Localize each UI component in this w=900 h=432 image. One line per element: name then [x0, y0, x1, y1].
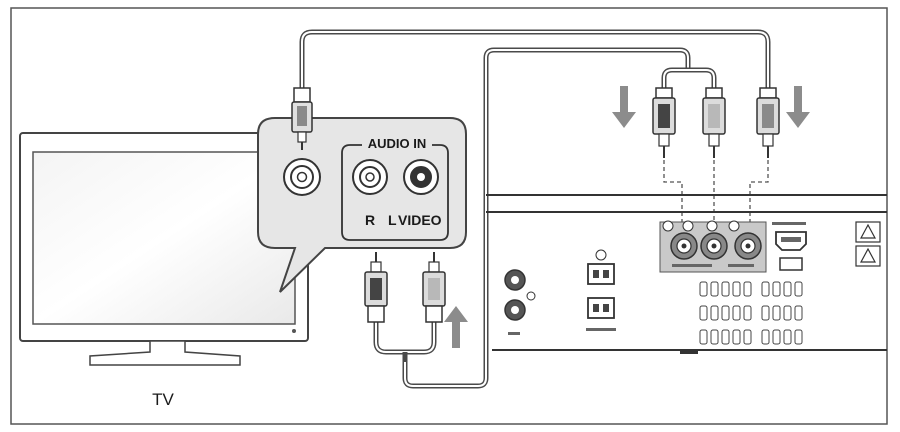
vent-slot — [710, 281, 719, 297]
rca-output-port — [670, 232, 698, 260]
tv-label: TV — [152, 390, 174, 409]
vent-slot — [794, 305, 803, 321]
usb-port — [779, 257, 803, 271]
arrow-down-icon — [612, 86, 636, 128]
jack-label-video: VIDEO — [398, 212, 442, 228]
hdmi-port-icon — [775, 231, 807, 251]
device-rear-panel — [486, 194, 887, 354]
arrow-down-icon — [786, 86, 810, 128]
rca-output-port — [700, 232, 728, 260]
warning-icon — [855, 245, 881, 267]
jack-label-r: R — [365, 212, 375, 228]
port-caption-bar — [728, 264, 754, 267]
warning-icon — [855, 221, 881, 243]
speaker-terminal — [587, 263, 615, 285]
vent-slot — [772, 305, 781, 321]
port-caption-bar — [672, 264, 712, 267]
tv-set — [19, 132, 309, 366]
rca-input-port — [504, 299, 526, 321]
vent-slot — [721, 305, 730, 321]
vent-slot — [772, 281, 781, 297]
vent-slot — [783, 329, 792, 345]
arrow-up-icon — [444, 306, 468, 348]
vent-slot — [710, 329, 719, 345]
vent-slot — [721, 329, 730, 345]
vent-slot — [743, 329, 752, 345]
vent-slot — [761, 329, 770, 345]
vent-slot — [710, 305, 719, 321]
rca-plug-icon — [422, 252, 446, 323]
speaker-terminal — [587, 297, 615, 319]
vent-slot — [732, 281, 741, 297]
rca-jack-icon — [283, 158, 321, 196]
vent-slot — [761, 305, 770, 321]
vent-slot — [794, 329, 803, 345]
vent-slot — [721, 281, 730, 297]
vent-slot — [699, 305, 708, 321]
port-marker — [595, 249, 607, 261]
audio-in-label: AUDIO IN — [368, 136, 427, 151]
jack-label-l: L — [388, 212, 397, 228]
rca-plug-icon — [702, 87, 726, 158]
port-markers — [662, 220, 740, 232]
ventilation-grid — [699, 281, 803, 345]
tv-stand — [89, 340, 241, 366]
port-caption-bar — [772, 222, 806, 225]
tv-screen — [32, 151, 296, 325]
rca-output-port — [734, 232, 762, 260]
rca-input-port — [504, 269, 526, 291]
vent-slot — [699, 329, 708, 345]
vent-slot — [783, 281, 792, 297]
vent-slot — [743, 305, 752, 321]
vent-slot — [732, 329, 741, 345]
rca-jack-icon — [403, 159, 439, 195]
port-caption-bar — [586, 328, 616, 331]
vent-slot — [743, 281, 752, 297]
vent-slot — [783, 305, 792, 321]
vent-slot — [761, 281, 770, 297]
rca-plug-icon — [291, 87, 313, 150]
vent-slot — [732, 305, 741, 321]
port-marker — [526, 291, 536, 301]
vent-slot — [794, 281, 803, 297]
tv-power-led — [292, 329, 296, 333]
rca-jack-icon — [352, 159, 388, 195]
port-caption-bar — [508, 332, 520, 335]
rca-plug-icon — [364, 252, 388, 323]
vent-slot — [772, 329, 781, 345]
audio-in-box — [341, 144, 449, 241]
rca-plug-icon — [652, 87, 676, 158]
rca-plug-icon — [756, 87, 780, 158]
vent-slot — [699, 281, 708, 297]
